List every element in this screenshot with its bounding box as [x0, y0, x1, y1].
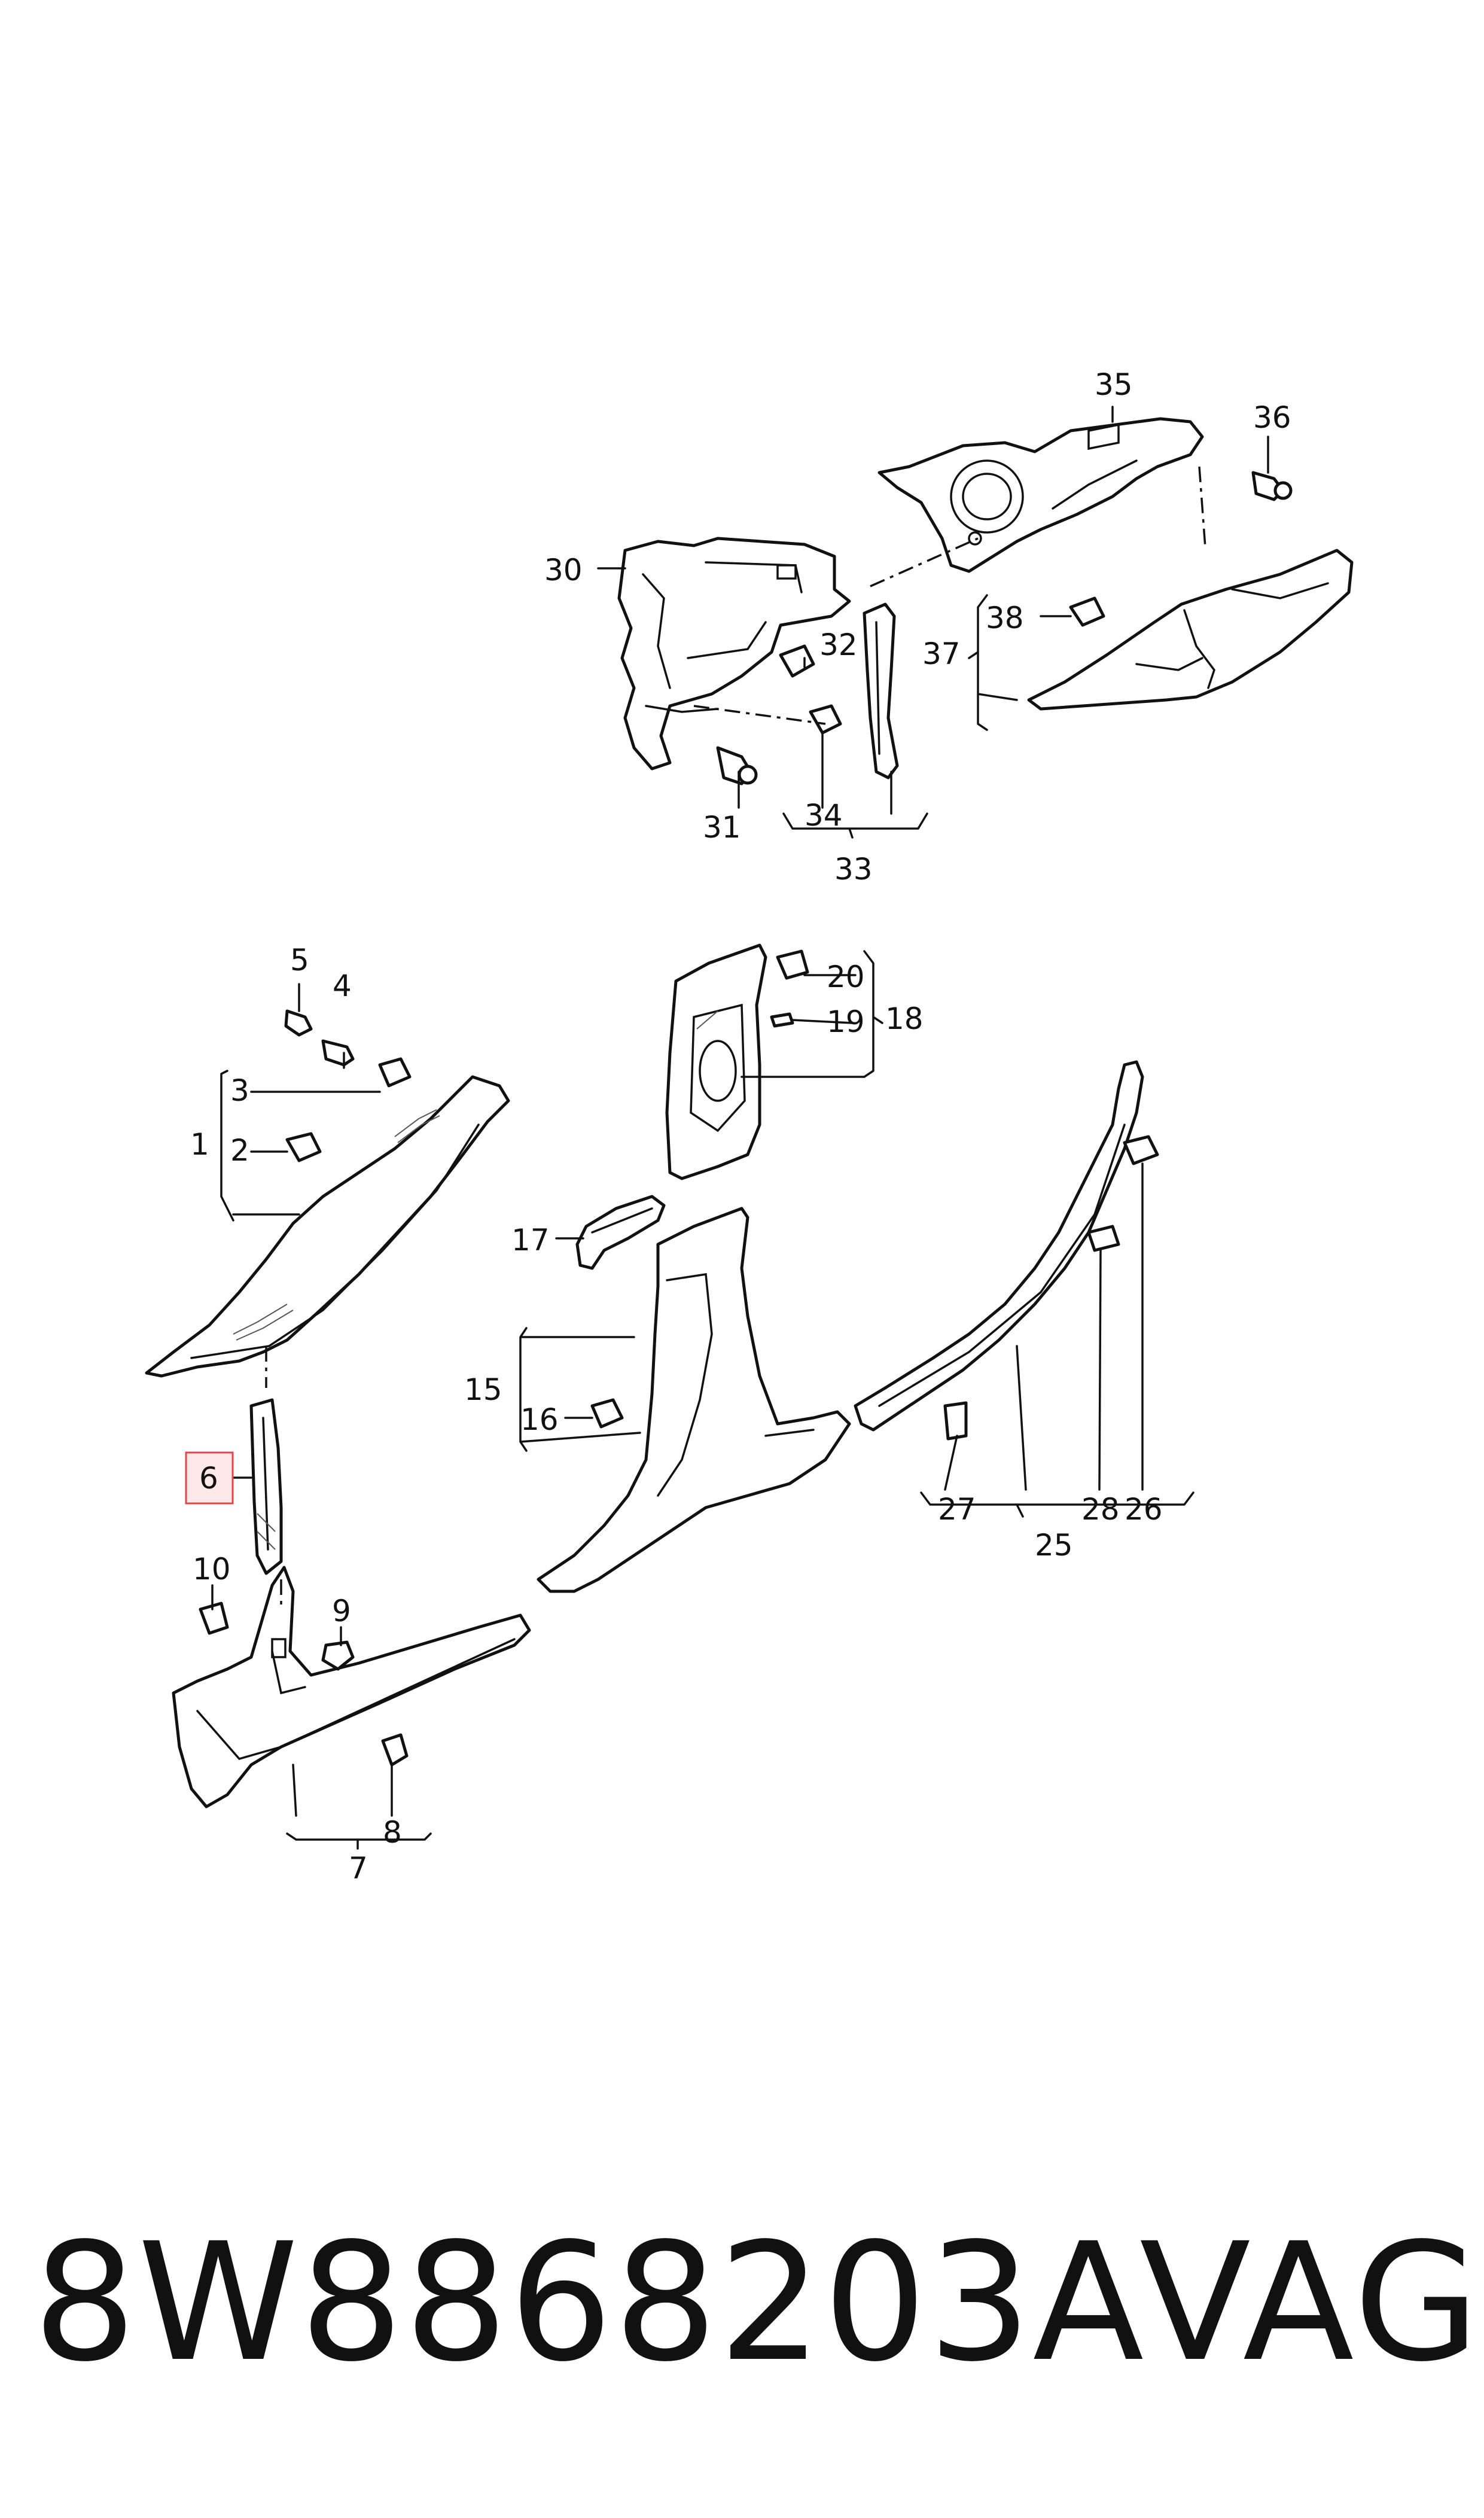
part-15-b-pillar-lower-trim — [537, 1207, 851, 1593]
part-4-bolt — [321, 1039, 355, 1067]
callout-16: 16 — [520, 1402, 559, 1437]
part-6-a-pillar-lower-strip — [249, 1398, 283, 1575]
callout-6: 6 — [199, 1461, 218, 1496]
part-9-bolt — [321, 1640, 355, 1671]
part-2-clip — [285, 1132, 322, 1162]
callout-30: 30 — [544, 553, 583, 587]
callout-20: 20 — [827, 960, 865, 994]
callout-5: 5 — [290, 943, 309, 978]
callout-10: 10 — [193, 1552, 231, 1587]
callout-3: 3 — [230, 1073, 249, 1108]
callout-35: 35 — [1095, 367, 1133, 402]
part-32-clip — [779, 644, 815, 678]
part-31-push-fastener — [716, 746, 758, 785]
callout-37: 37 — [922, 637, 961, 671]
part-37-rear-lower-trim — [1027, 549, 1354, 711]
part-34-clip — [809, 704, 842, 735]
part-26-clip — [1123, 1135, 1159, 1165]
callout-18: 18 — [885, 1001, 924, 1036]
part-30-rear-side-bracket — [617, 537, 851, 771]
part-19-clip — [770, 1012, 794, 1028]
part-16-clip — [590, 1398, 624, 1429]
callout-28: 28 — [1081, 1492, 1120, 1527]
callout-7: 7 — [349, 1851, 368, 1886]
part-38-clip — [1069, 596, 1105, 627]
part-7-front-sill-trim — [172, 1566, 531, 1808]
part-35-upper-bracket — [877, 417, 1204, 573]
part-25-rear-sill-trim — [854, 1060, 1144, 1432]
callout-32: 32 — [819, 628, 858, 662]
part-3-clip — [378, 1057, 412, 1088]
callout-4: 4 — [333, 969, 352, 1003]
part-20-clip — [776, 949, 809, 980]
callout-9: 9 — [332, 1594, 351, 1628]
callout-36: 36 — [1253, 400, 1291, 435]
brand-text: VAG — [1139, 2209, 1482, 2398]
callout-33: 33 — [834, 852, 873, 887]
callout-17: 17 — [511, 1223, 550, 1258]
callout-27: 27 — [938, 1492, 976, 1527]
callout-19: 19 — [827, 1004, 865, 1039]
highlight-box-callout-6 — [185, 1451, 234, 1505]
callout-34: 34 — [805, 798, 843, 833]
part-17-bracket — [575, 1195, 666, 1270]
callout-25: 25 — [1035, 1528, 1073, 1563]
part-27-clip — [943, 1401, 968, 1441]
part-33-pillar-trim — [863, 602, 899, 780]
part-number-text: 8W8868203A — [33, 2209, 1145, 2398]
callout-15: 15 — [464, 1372, 502, 1407]
part-8-clip — [381, 1733, 409, 1767]
footer: 8W8868203A VAG — [0, 2209, 1484, 2398]
callout-1: 1 — [190, 1127, 209, 1162]
part-36-push-fastener — [1251, 471, 1293, 501]
callout-38: 38 — [986, 601, 1024, 635]
callout-31: 31 — [703, 810, 741, 845]
part-1-a-pillar-trim — [145, 1075, 510, 1378]
part-28-clip — [1087, 1225, 1120, 1252]
part-5-bolt — [284, 1009, 313, 1037]
callout-2: 2 — [230, 1133, 249, 1168]
callout-8: 8 — [383, 1815, 402, 1850]
part-18-b-pillar-upper-trim — [665, 943, 767, 1180]
part-10-clip — [199, 1601, 229, 1635]
callout-26: 26 — [1125, 1492, 1163, 1527]
